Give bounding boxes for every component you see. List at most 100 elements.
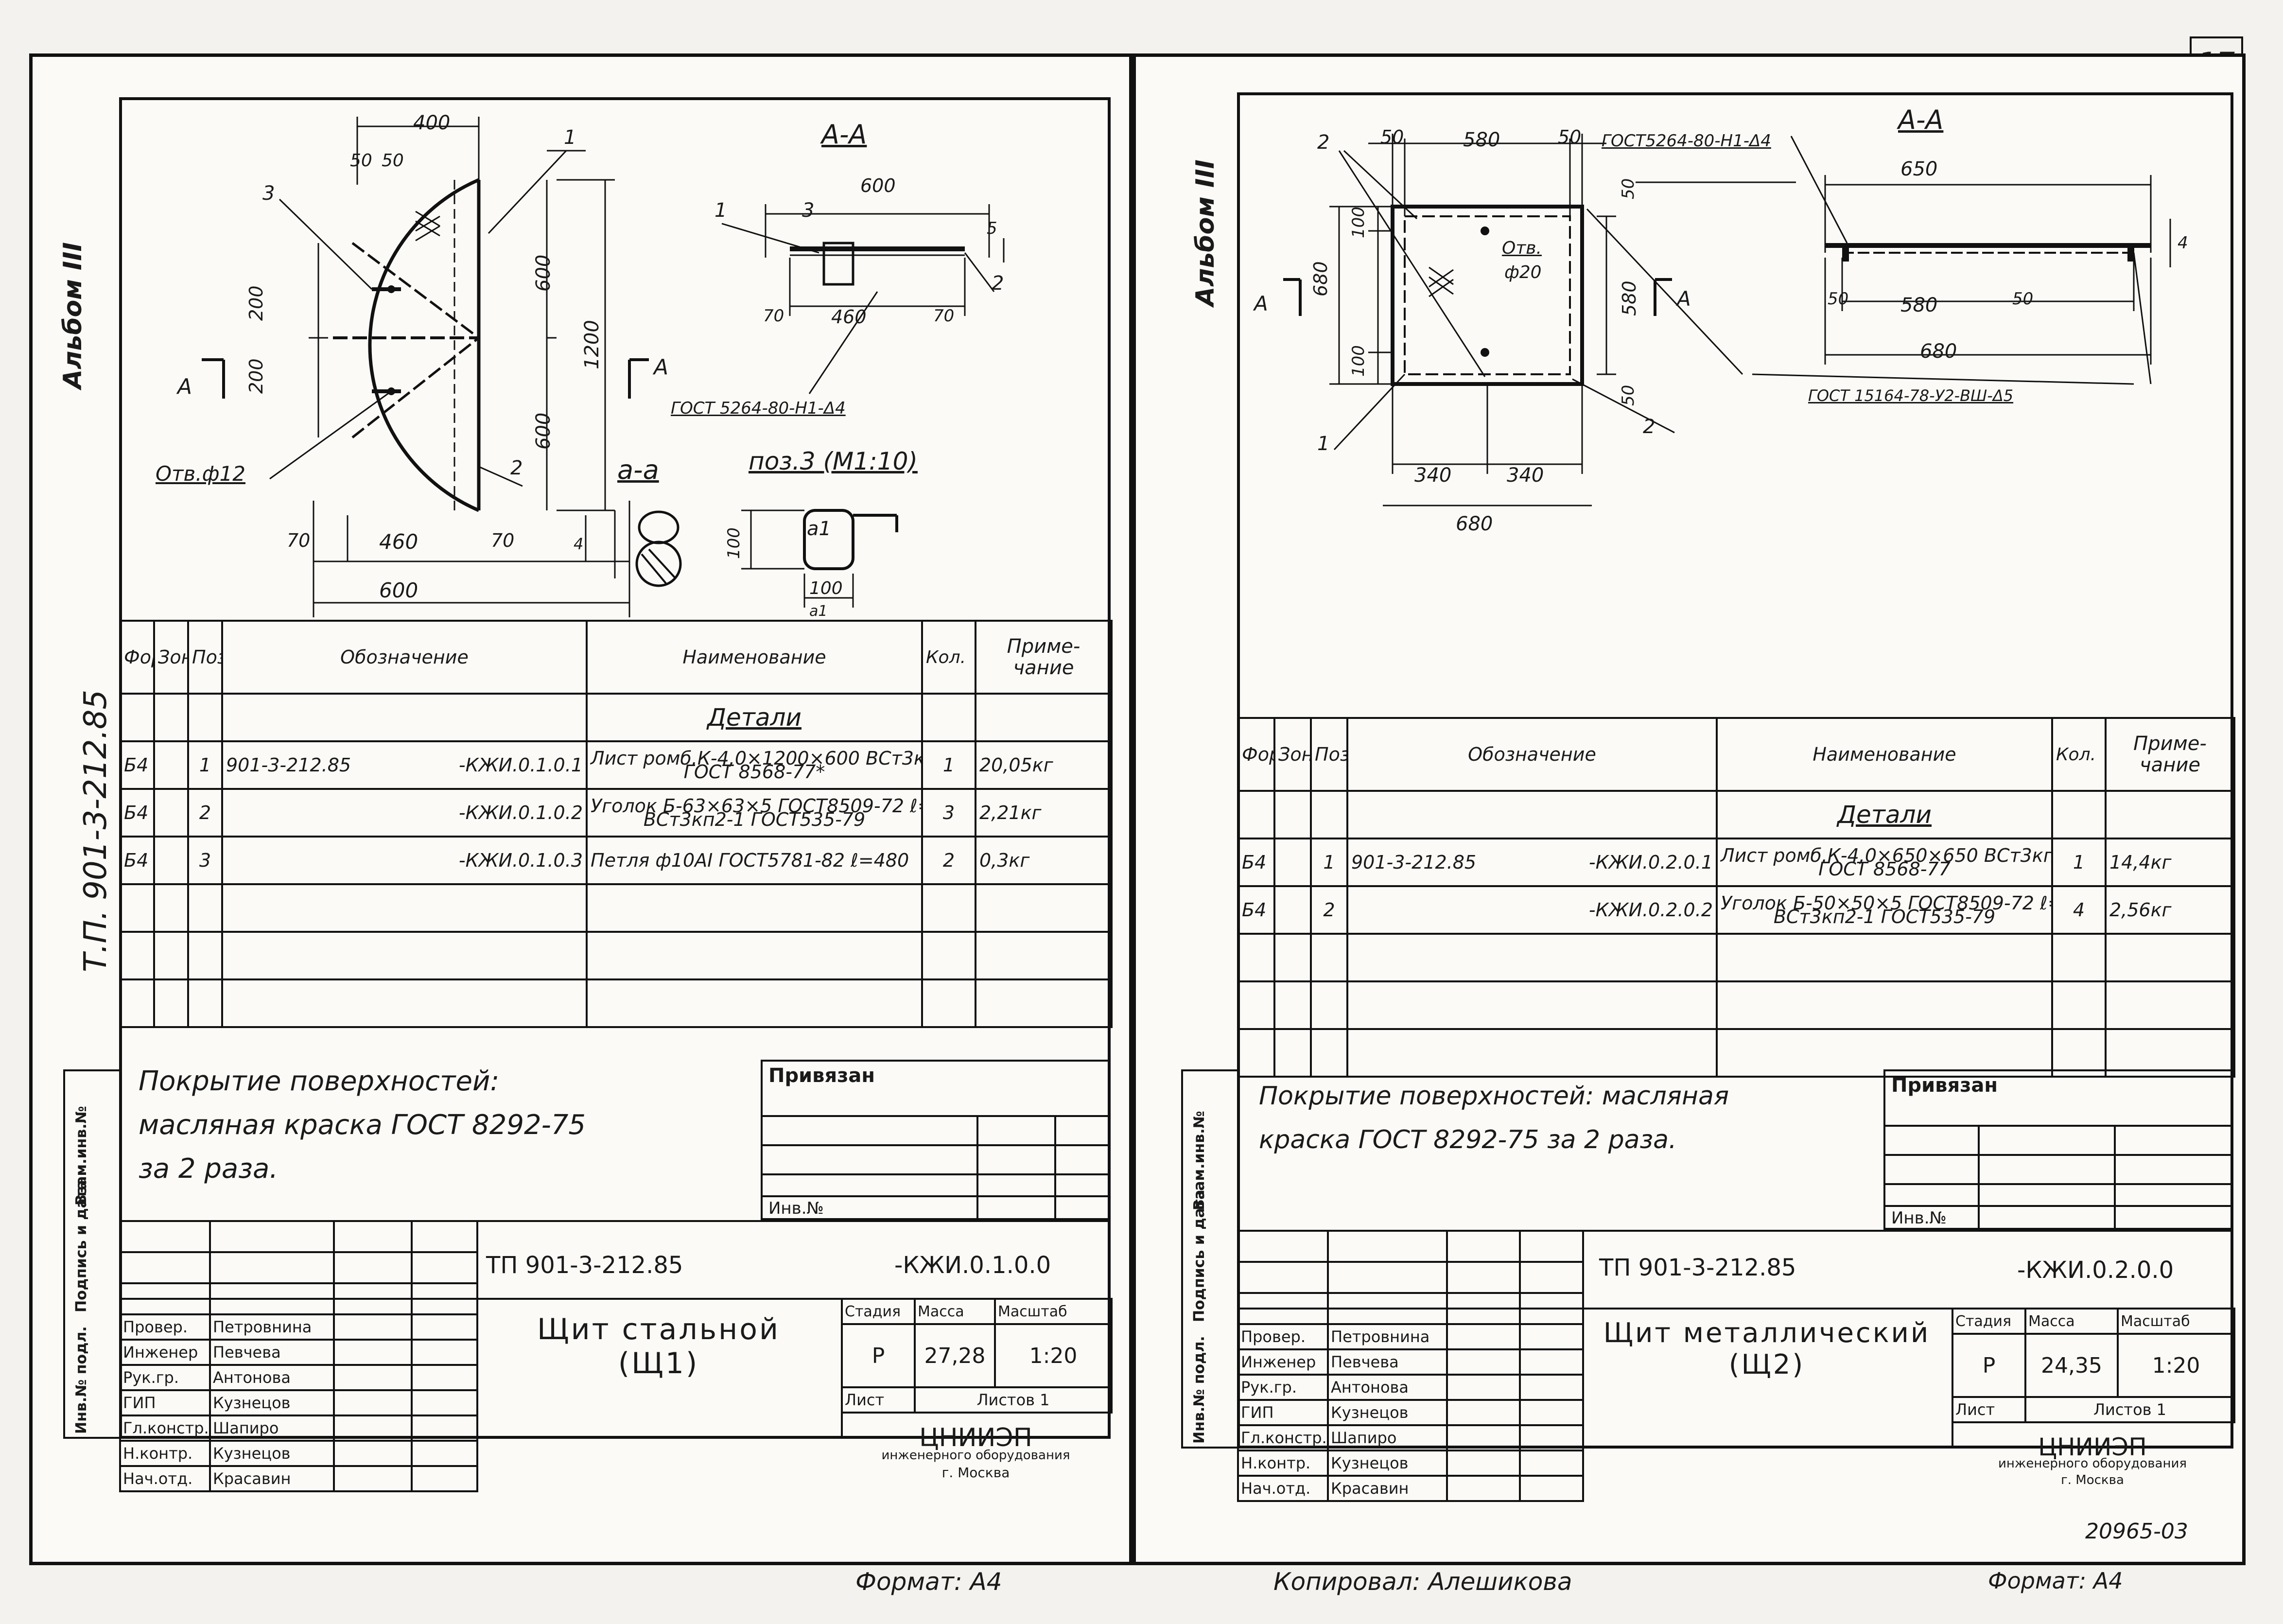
angle-lower — [351, 337, 480, 438]
row-qty: 3 — [921, 788, 976, 838]
s2-copied-by: Копировал: Алешикова — [1273, 1568, 1572, 1596]
s1-lists-label: Листов 1 — [914, 1386, 1113, 1414]
row-format: Б4 — [1237, 885, 1275, 935]
hdr-pos: Поз. — [1310, 717, 1348, 792]
role-title: Гл.констр. — [119, 1414, 211, 1442]
role-title: ГИП — [1237, 1399, 1329, 1426]
s2-privyazan-block: Привязан Инв.№ — [1883, 1069, 2233, 1230]
s1-sec-600: 600 — [860, 175, 896, 196]
section-details: Детали — [1716, 790, 2053, 839]
s2-cut-a-left: А — [1254, 292, 1268, 315]
row-pos: 1 — [187, 740, 223, 790]
role-name: Шапиро — [209, 1414, 335, 1442]
s1-scale-label: Масштаб — [994, 1298, 1113, 1325]
s1-mass-label: Масса — [914, 1298, 996, 1325]
s2-dim-50va: 50 — [1619, 178, 1638, 199]
hdr-zone: Зона — [153, 620, 189, 695]
role-row: Рук.гр.Антонова — [119, 1364, 478, 1391]
s2-product-line1: Щит металлический — [1603, 1317, 1931, 1349]
sheet2-side-label-1: Инв.№ подл. — [1191, 1336, 1208, 1444]
s1-dim-200a: 200 — [245, 285, 267, 321]
s1-org-line2: инженерного оборудования — [881, 1448, 1070, 1463]
s1-product-line2: (Щ1) — [618, 1346, 699, 1380]
row-name-bottom: ГОСТ 8568-77* — [683, 761, 825, 783]
s1-dim-4: 4 — [574, 535, 584, 553]
role-title: Гл.констр. — [1237, 1424, 1329, 1451]
row-designation: 901-3-212.85-КЖИ.0.2.0.1 — [1346, 838, 1718, 887]
s2-dim-340b: 340 — [1507, 464, 1544, 487]
role-row: Н.контр.Кузнецов — [119, 1440, 478, 1467]
s2-org-block: ЦНИИЭП инженерного оборудования г. Москв… — [1952, 1435, 2233, 1488]
s2-dim-50a: 50 — [1380, 126, 1404, 148]
s1-org-block: ЦНИИЭП инженерного оборудования г. Москв… — [841, 1425, 1111, 1482]
s1-pos-a1: а1 — [807, 518, 831, 540]
row-name: Петля ф10АI ГОСТ5781-82 ℓ=480 — [586, 836, 923, 885]
hdr-name: Наименование — [1716, 717, 2053, 792]
s2-sec-580: 580 — [1900, 294, 1938, 316]
s1-doc-series: ТП 901-3-212.85 — [486, 1252, 683, 1279]
s1-callout-1: 1 — [564, 126, 576, 149]
sheet2-side-label-3: Взам.инв.№ — [1191, 1111, 1208, 1210]
role-title: Н.контр. — [1237, 1449, 1329, 1477]
s1-dim-50a: 50 — [350, 151, 372, 171]
s1-dim-70b: 70 — [491, 530, 515, 551]
role-title: Нач.отд. — [119, 1465, 211, 1492]
s2-product-line2: (Щ2) — [1728, 1349, 1805, 1380]
row-pos: 3 — [187, 836, 223, 885]
s2-dim-680b: 680 — [1456, 513, 1493, 535]
s1-section-title: А-А — [821, 119, 867, 150]
s2-doc-series: ТП 901-3-212.85 — [1599, 1254, 1796, 1281]
s1-product-line1: Щит стальной — [537, 1312, 780, 1346]
s1-sec-70a: 70 — [763, 306, 784, 326]
s1-dim-50b: 50 — [382, 151, 404, 171]
row-format: Б4 — [119, 788, 155, 838]
diamond-hatch — [415, 210, 440, 242]
s2-sec-680: 680 — [1920, 340, 1957, 363]
diamond-hatch-2 — [1429, 266, 1454, 297]
s1-privyazan-block: Привязан Инв.№ — [761, 1060, 1111, 1220]
row-note: 0,3кг — [975, 836, 1113, 885]
role-name: Кузнецов — [1327, 1399, 1448, 1426]
loop-section-top — [638, 510, 680, 544]
s2-dim-50b: 50 — [1558, 126, 1582, 148]
table-row: Б4 2 -КЖИ.0.2.0.2 Уголок Б-50×50×5 ГОСТ8… — [1237, 885, 2235, 935]
row-format: Б4 — [119, 836, 155, 885]
hdr-note: Приме-чание — [975, 620, 1113, 695]
section-angle-box — [822, 242, 854, 286]
s1-pos-title: поз.3 (М1:10) — [749, 447, 918, 475]
album-label-left: Альбом III — [58, 242, 87, 389]
row-format: Б4 — [1237, 838, 1275, 887]
hdr-zone: Зона — [1273, 717, 1312, 792]
role-title: Рук.гр. — [119, 1364, 211, 1391]
s1-pos-a1b: а1 — [809, 603, 828, 620]
hdr-format: Формат — [1237, 717, 1275, 792]
role-name: Кузнецов — [209, 1440, 335, 1467]
s2-sec-50a: 50 — [1828, 289, 1849, 309]
s2-doc-number: 20965-03 — [2085, 1519, 2188, 1544]
s2-hole-label-bottom: ф20 — [1504, 262, 1542, 282]
s2-hole-label-top: Отв. — [1502, 238, 1542, 258]
row-name-top: Уголок Б-63×63×5 ГОСТ8509-72 ℓ=460 — [591, 795, 920, 817]
s1-privyazan: Привязан — [768, 1065, 875, 1087]
s2-doc-code: -КЖИ.0.2.0.0 — [2017, 1257, 2174, 1284]
s1-cut-a-right: А — [654, 355, 669, 380]
hdr-qty: Кол. — [2051, 717, 2107, 792]
role-row: Нач.отд.Красавин — [119, 1465, 478, 1492]
s1-sec-callout-3: 3 — [802, 199, 815, 222]
s1-format-caption: Формат: А4 — [855, 1568, 1002, 1596]
s1-coating-line2: масляная краска ГОСТ 8292-75 — [139, 1109, 586, 1141]
s2-callout-2a: 2 — [1317, 131, 1330, 154]
row-note: 14,4кг — [2105, 838, 2235, 887]
s1-list-label: Лист — [841, 1386, 916, 1414]
s2-mass: 24,35 — [2024, 1333, 2119, 1398]
s1-coating-note: Покрытие поверхностей: масляная краска Г… — [139, 1060, 586, 1191]
row-code: -КЖИ.0.2.0.1 — [1588, 852, 1713, 873]
table-row: Б4 1 901-3-212.85-КЖИ.0.1.0.1 Лист ромб.… — [119, 740, 1113, 790]
s2-stage-label: Стадия — [1952, 1308, 2026, 1335]
s2-org-line2: инженерного оборудования — [1998, 1456, 2187, 1471]
row-name-top: Петля ф10АI ГОСТ5781-82 ℓ=480 — [591, 850, 909, 871]
s2-dim-100b: 100 — [1349, 345, 1368, 377]
s2-callout-2b: 2 — [1643, 416, 1656, 438]
